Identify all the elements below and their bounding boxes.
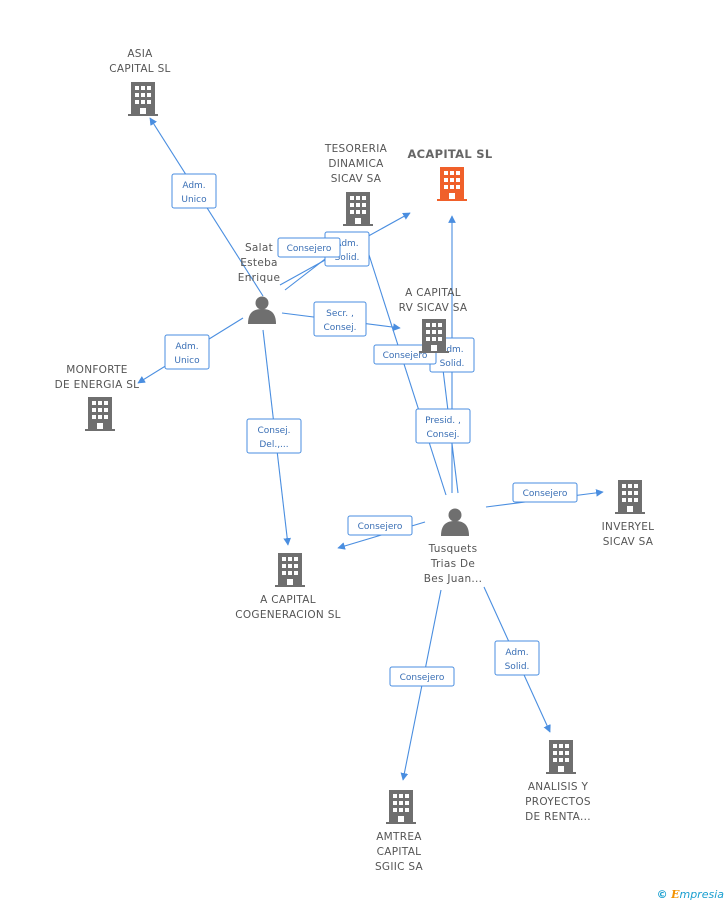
svg-text:Solid.: Solid. (505, 662, 530, 672)
building-icon (546, 740, 576, 774)
svg-text:INVERYEL: INVERYEL (602, 521, 655, 533)
svg-text:DINAMICA: DINAMICA (328, 158, 384, 170)
copyright-icon: © (656, 888, 668, 901)
svg-text:Consejero: Consejero (523, 489, 568, 499)
svg-text:Unico: Unico (181, 195, 207, 205)
building-icon (615, 480, 645, 514)
edge-label-salat-consejero[interactable]: Consejero (277, 237, 341, 258)
svg-text:Consej.: Consej. (257, 426, 290, 436)
svg-text:Solid.: Solid. (335, 253, 360, 263)
svg-text:Unico: Unico (174, 356, 200, 366)
node-monforte[interactable]: MONFORTE DE ENERGIA SL (55, 364, 140, 431)
building-icon (275, 553, 305, 587)
edge-label-tusq-acapital[interactable]: Presid. , Consej. (415, 408, 471, 444)
svg-text:Consejero: Consejero (287, 244, 332, 254)
edge-labels: Adm. Unico Adm. Solid. Consejero Secr. ,… (164, 173, 578, 687)
building-icon-main (437, 167, 467, 201)
svg-text:Tusquets: Tusquets (428, 543, 478, 555)
svg-text:Consej.: Consej. (426, 430, 459, 440)
node-acapital-sl[interactable]: ACAPITAL SL (407, 147, 493, 201)
node-inveryel[interactable]: INVERYEL SICAV SA (602, 480, 655, 548)
svg-text:DE ENERGIA SL: DE ENERGIA SL (55, 379, 140, 391)
node-amtrea[interactable]: AMTREA CAPITAL SGIIC SA (375, 790, 424, 873)
svg-text:Trias De: Trias De (430, 558, 475, 570)
svg-text:ASIA: ASIA (127, 48, 153, 60)
edge-label-tusq-cogen[interactable]: Consejero (347, 515, 413, 536)
node-tusquets[interactable]: Tusquets Trias De Bes Juan... (424, 508, 483, 586)
building-icon (419, 319, 449, 353)
svg-text:Consejero: Consejero (383, 351, 428, 361)
node-asia-capital[interactable]: ASIA CAPITAL SL (109, 48, 170, 116)
svg-text:Adm.: Adm. (335, 239, 358, 249)
svg-text:DE RENTA...: DE RENTA... (525, 811, 591, 823)
edge-label-tusq-analisis[interactable]: Adm. Solid. (494, 640, 540, 676)
brand-name: mpresia (679, 888, 724, 901)
edge-label-tusq-tesoreria[interactable]: Consejero (373, 344, 437, 365)
svg-text:Adm.: Adm. (440, 345, 463, 355)
edge-label-tusq-amtrea[interactable]: Consejero (389, 666, 455, 687)
node-analisis[interactable]: ANALISIS Y PROYECTOS DE RENTA... (525, 740, 591, 823)
svg-text:Esteba: Esteba (240, 257, 278, 269)
svg-text:Consejero: Consejero (400, 673, 445, 683)
svg-text:SGIIC SA: SGIIC SA (375, 861, 424, 873)
svg-text:Bes Juan...: Bes Juan... (424, 573, 483, 585)
svg-text:RV SICAV SA: RV SICAV SA (399, 302, 468, 314)
brand-logo: © Empresia (657, 888, 724, 901)
node-salat[interactable]: Salat Esteba Enrique (238, 242, 280, 324)
svg-text:CAPITAL: CAPITAL (377, 846, 422, 858)
svg-text:Presid. ,: Presid. , (425, 416, 461, 426)
node-tesoreria[interactable]: TESORERIA DINAMICA SICAV SA (324, 143, 388, 226)
svg-text:Adm.: Adm. (182, 181, 205, 191)
node-a-capital-rv[interactable]: A CAPITAL RV SICAV SA (399, 287, 468, 353)
svg-text:Secr. ,: Secr. , (326, 309, 354, 319)
svg-text:COGENERACION SL: COGENERACION SL (235, 609, 341, 621)
svg-text:PROYECTOS: PROYECTOS (525, 796, 591, 808)
svg-text:ACAPITAL SL: ACAPITAL SL (407, 147, 492, 161)
edge-label-salat-asia[interactable]: Adm. Unico (171, 173, 217, 209)
svg-text:Enrique: Enrique (238, 272, 280, 284)
svg-text:TESORERIA: TESORERIA (324, 143, 388, 155)
edge-label-salat-cogen[interactable]: Consej. Del.,... (246, 418, 302, 454)
svg-text:A CAPITAL: A CAPITAL (260, 594, 316, 606)
node-a-capital-cogen[interactable]: A CAPITAL COGENERACION SL (235, 553, 341, 621)
person-icon (248, 296, 276, 324)
person-icon (441, 508, 469, 536)
svg-text:Salat: Salat (245, 242, 273, 254)
svg-text:Adm.: Adm. (175, 342, 198, 352)
svg-text:Consejero: Consejero (358, 522, 403, 532)
building-icon (343, 192, 373, 226)
building-icon (85, 397, 115, 431)
svg-text:SICAV SA: SICAV SA (603, 536, 654, 548)
building-icon (386, 790, 416, 824)
edge-label-salat-rv[interactable]: Secr. , Consej. (313, 301, 367, 337)
svg-text:Consej.: Consej. (323, 323, 356, 333)
building-icon (128, 82, 158, 116)
edges (137, 117, 604, 781)
svg-text:MONFORTE: MONFORTE (66, 364, 127, 376)
svg-text:Solid.: Solid. (440, 359, 465, 369)
brand-e: E (671, 888, 680, 901)
svg-text:Adm.: Adm. (505, 648, 528, 658)
svg-text:SICAV SA: SICAV SA (331, 173, 382, 185)
svg-text:ANALISIS Y: ANALISIS Y (528, 781, 589, 793)
svg-text:A CAPITAL: A CAPITAL (405, 287, 461, 299)
edge-label-salat-monforte[interactable]: Adm. Unico (164, 334, 210, 370)
edge-label-tusq-inveryel[interactable]: Consejero (512, 482, 578, 503)
svg-text:Del.,...: Del.,... (259, 440, 288, 450)
svg-text:AMTREA: AMTREA (376, 831, 422, 843)
svg-text:CAPITAL SL: CAPITAL SL (109, 63, 170, 75)
